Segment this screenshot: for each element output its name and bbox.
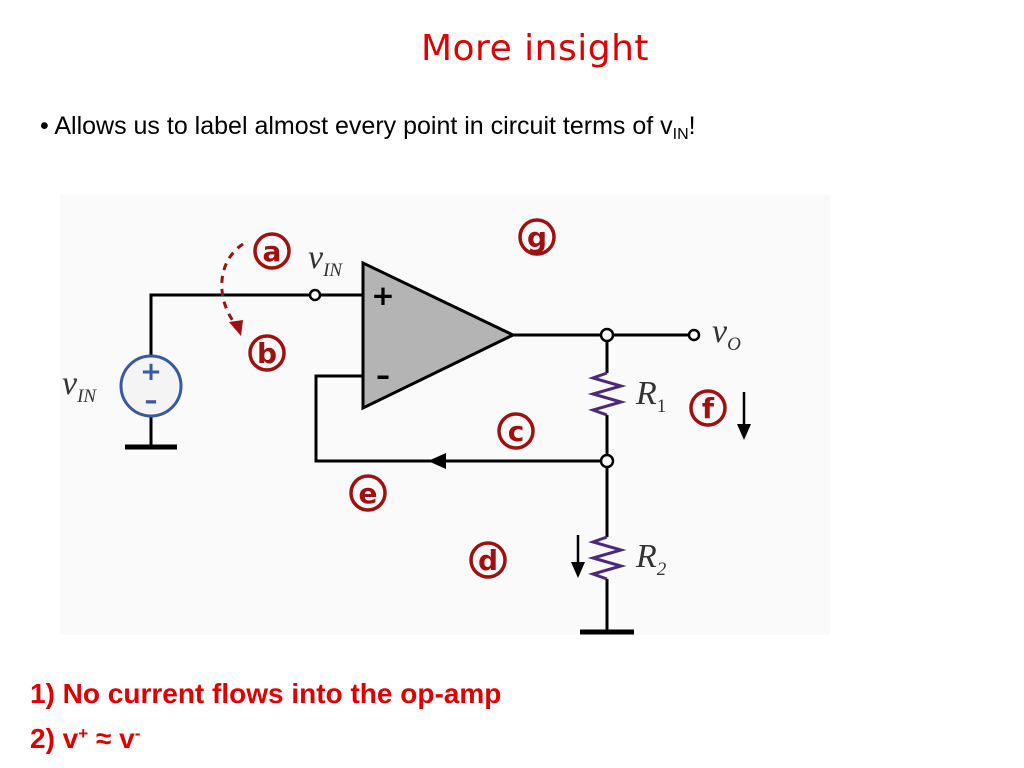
svg-text:g: g [527,221,547,254]
feedback-node [599,453,615,469]
input-terminal [308,288,322,302]
marker-g: g [518,218,556,256]
bullet-text: • Allows us to label almost every point … [40,112,696,144]
rule-2-plus: + [78,724,89,743]
feedback-current-arrow [428,453,446,469]
r2-label: R2 [635,538,667,580]
resistor-r2 [587,535,627,581]
a-to-b-arrowhead [229,320,243,336]
a-to-b-arrow [220,242,244,326]
r2-current-arrow [571,535,585,578]
svg-text:a: a [263,235,282,268]
svg-text:f: f [702,392,715,425]
output-label: vO [712,313,741,355]
marker-e: e [349,474,387,512]
op-amp-minus-sign: – [376,359,390,392]
voltage-source: + – [119,354,183,418]
svg-text:d: d [478,544,498,577]
rule-1: 1) No current flows into the op-amp [30,678,502,709]
bullet-suffix: ! [688,112,696,140]
svg-text:c: c [508,415,525,448]
input-wire [149,293,310,358]
marker-f: f [689,389,727,427]
bullet-subscript: IN [672,126,689,143]
svg-text:e: e [359,477,378,510]
slide-title: More insight [420,28,650,69]
output-node [599,327,615,343]
r1-current-arrow [737,392,751,440]
feedback-wire [314,374,601,463]
rule-list: 1) No current flows into the op-amp 2) v… [30,674,501,759]
marker-b: b [248,334,286,372]
marker-c: c [497,412,535,450]
bullet-body: Allows us to label almost every point in… [54,112,673,140]
op-amp: + – [361,260,517,411]
bullet-marker: • [40,112,49,140]
r1-label: R1 [635,375,666,417]
figure-background [60,195,830,635]
source-plus-sign: + [140,357,162,387]
marker-a: a [253,232,291,270]
source-label: vIN [62,365,97,407]
marker-d: d [469,541,507,579]
op-amp-plus-sign: + [371,279,394,312]
rule-2-approx: ≈ v [88,723,135,754]
resistor-r1 [587,371,627,417]
output-terminal [687,328,701,342]
rule-2-base: 2) v [30,723,79,754]
source-minus-sign: – [145,386,158,416]
input-label: vIN [308,239,343,281]
svg-text:b: b [257,337,277,370]
rule-2: 2) v+ ≈ v- [30,714,501,759]
rule-2-minus: - [134,724,141,743]
